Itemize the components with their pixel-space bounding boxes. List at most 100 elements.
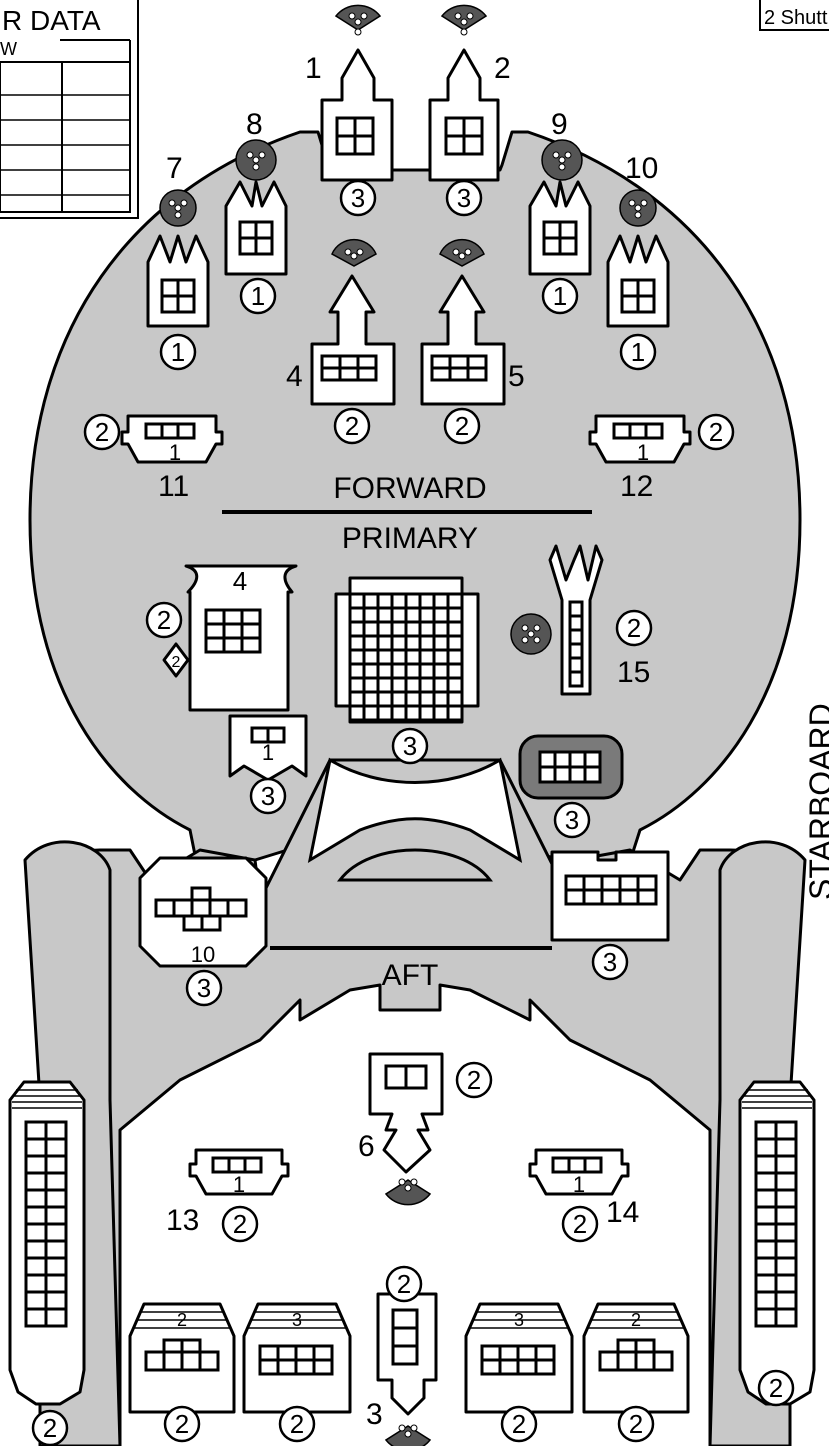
circle-mount-9: 1	[543, 279, 577, 313]
diamond-number: 2	[172, 654, 181, 671]
aft-block-d-number: 2	[631, 1310, 641, 1330]
mount-11-number: 1	[169, 440, 181, 465]
circle-mount-2-label: 3	[457, 183, 471, 213]
mount-3-grid	[393, 1310, 417, 1364]
circle-mount-11: 2	[85, 415, 119, 449]
circle-aft-block-a: 2	[165, 1407, 199, 1441]
arc-marker-2	[442, 5, 486, 30]
circle-tower-15-label: 2	[627, 613, 641, 643]
aft-block-d-grid	[600, 1352, 672, 1370]
circle-mount-10: 1	[621, 335, 655, 369]
mount-10-grid	[622, 280, 654, 312]
circle-mount-8-label: 1	[251, 281, 265, 311]
circle-shuttle-bay-right-label: 3	[603, 947, 617, 977]
mount-13-number: 1	[233, 1172, 245, 1197]
circle-port-nacelle: 2	[33, 1411, 67, 1445]
circle-mount-3-top-label: 2	[397, 1269, 411, 1299]
circle-mount-7: 1	[161, 335, 195, 369]
circle-tower-15: 2	[617, 611, 651, 645]
mount-2	[430, 50, 498, 180]
circle-mount-14: 2	[563, 1207, 597, 1241]
aft-block-c-grid	[482, 1346, 554, 1374]
circle-mount-4: 2	[335, 409, 369, 443]
mount-11-grid	[146, 424, 194, 438]
circle-dark-console: 3	[555, 803, 589, 837]
core-grid	[350, 594, 462, 720]
circle-core: 3	[393, 729, 427, 763]
weapon-label-15: 15	[617, 656, 650, 689]
circle-mount-2: 3	[447, 181, 481, 215]
starboard-nacelle-grid	[756, 1122, 796, 1326]
circle-aft-block-d-label: 2	[629, 1409, 643, 1439]
shuttle-tag: 2 Shutt	[760, 0, 829, 30]
aft-block-c-number: 3	[514, 1310, 524, 1330]
circle-shuttle-bay-10: 3	[187, 971, 221, 1005]
mount-12-grid	[614, 424, 662, 438]
weapon-label-5: 5	[508, 360, 525, 393]
weapon-label-6: 6	[358, 1130, 375, 1163]
data-table-subtitle: W	[0, 39, 17, 59]
circle-mount-5: 2	[445, 409, 479, 443]
circle-port-nacelle-label: 2	[43, 1413, 57, 1443]
mount-8-grid	[240, 222, 272, 254]
shuttle-bay-10-low	[184, 916, 220, 930]
circle-aft-block-c-label: 2	[512, 1409, 526, 1439]
shuttle-bay-number: 10	[191, 942, 215, 967]
circle-primary-box-label: 2	[157, 605, 171, 635]
circle-shield-label: 3	[261, 781, 275, 811]
circle-core-label: 3	[403, 731, 417, 761]
circle-mount-13-label: 2	[233, 1209, 247, 1239]
circle-mount-4-label: 2	[345, 411, 359, 441]
weapon-label-11: 11	[158, 470, 189, 503]
dark-console-grid	[540, 752, 600, 782]
circle-mount-6-label: 2	[467, 1065, 481, 1095]
mount-6-grid	[386, 1066, 426, 1088]
circle-mount-3-top: 2	[387, 1267, 421, 1301]
aft-label: AFT	[382, 959, 439, 992]
arc-marker-1	[336, 5, 380, 30]
port-nacelle-grid	[26, 1122, 66, 1326]
weapon-label-8: 8	[246, 108, 263, 141]
circle-mount-7-label: 1	[171, 337, 185, 367]
mount-14-grid	[553, 1158, 601, 1172]
circle-mount-12: 2	[699, 415, 733, 449]
forward-label: FORWARD	[333, 472, 486, 505]
aft-block-b-grid	[260, 1346, 332, 1374]
mount-5-grid	[432, 356, 486, 380]
starboard-label: STARBOARD	[803, 703, 829, 900]
circle-mount-1-label: 3	[351, 183, 365, 213]
weapon-label-14: 14	[606, 1196, 639, 1229]
data-table-title: R DATA	[2, 5, 101, 36]
aft-block-b-number: 3	[292, 1310, 302, 1330]
circle-dark-console-label: 3	[565, 805, 579, 835]
weapon-label-1: 1	[305, 52, 322, 85]
circle-mount-9-label: 1	[553, 281, 567, 311]
circle-primary-box: 2	[147, 603, 181, 637]
shuttle-tag-label: 2 Shutt	[764, 7, 828, 29]
circle-mount-11-label: 2	[95, 417, 109, 447]
aft-block-a-grid	[146, 1352, 218, 1370]
primary-box-grid	[206, 610, 260, 652]
circle-aft-block-a-label: 2	[175, 1409, 189, 1439]
circle-shuttle-bay-10-label: 3	[197, 973, 211, 1003]
aft-block-a-number: 2	[177, 1310, 187, 1330]
data-table: R DATA W	[0, 0, 138, 218]
circle-aft-block-d: 2	[619, 1407, 653, 1441]
aft-block-d-top	[618, 1340, 654, 1352]
circle-mount-12-label: 2	[709, 417, 723, 447]
circle-mount-10-label: 1	[631, 337, 645, 367]
circle-shuttle-bay-right: 3	[593, 945, 627, 979]
shield-number: 1	[262, 740, 274, 765]
circle-aft-block-b: 2	[280, 1407, 314, 1441]
shuttle-bay-10-mid	[156, 900, 246, 916]
weapon-label-9: 9	[551, 108, 568, 141]
mount-1-grid	[337, 118, 373, 154]
circle-starboard-nacelle-label: 2	[769, 1373, 783, 1403]
circle-aft-block-c: 2	[502, 1407, 536, 1441]
mount-4-grid	[322, 356, 376, 380]
mount-14-number: 1	[573, 1172, 585, 1197]
circle-mount-5-label: 2	[455, 411, 469, 441]
circle-mount-14-label: 2	[573, 1209, 587, 1239]
tower-15-grid	[570, 602, 582, 686]
